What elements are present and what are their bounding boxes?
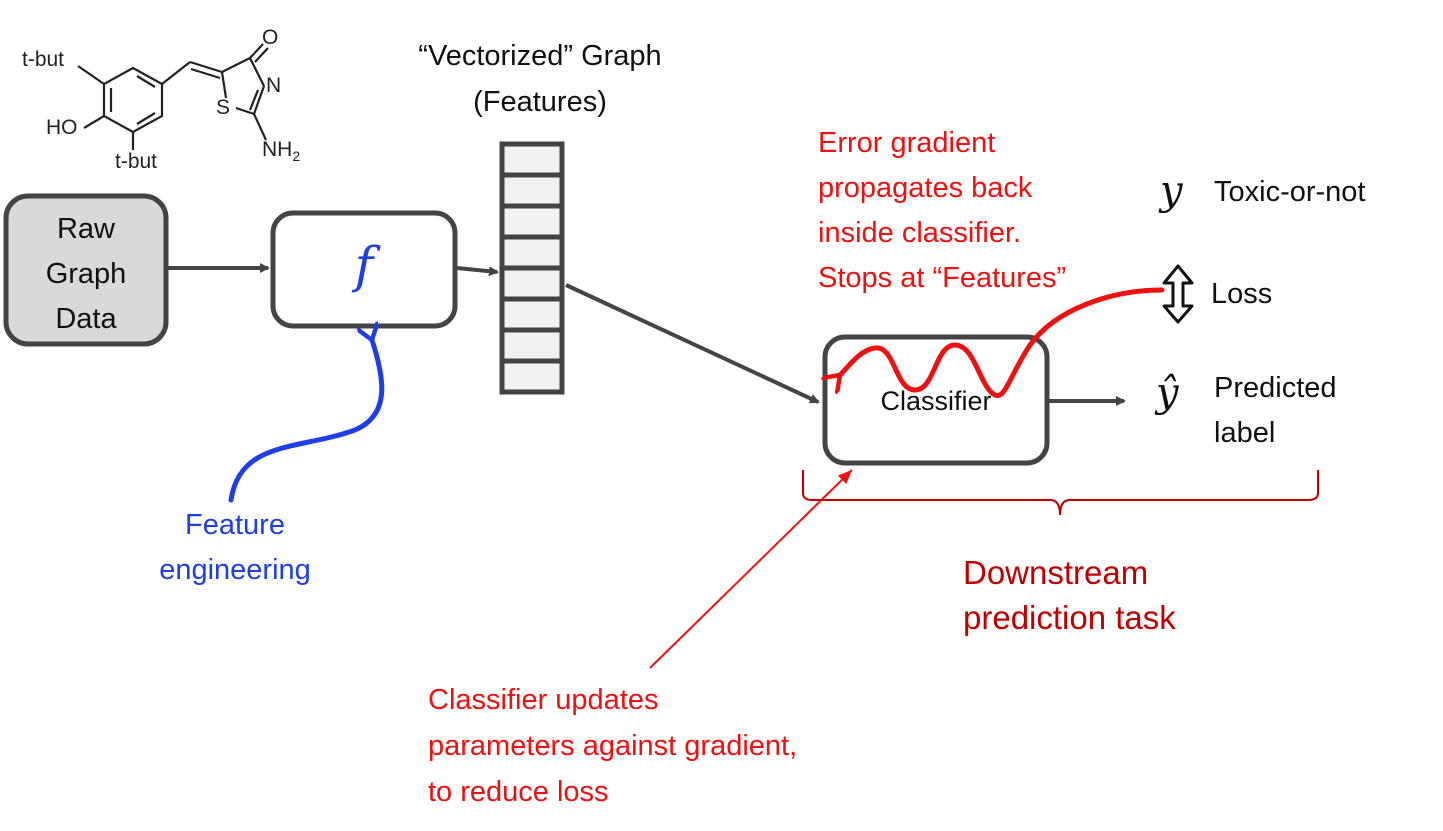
downstream-brace: [802, 470, 1319, 516]
classifier-box: [822, 334, 1050, 466]
molecule-label-s: S: [216, 96, 231, 119]
molecule-label-sub2: 2: [292, 148, 301, 165]
y-label: Toxic-or-not: [1214, 176, 1366, 208]
feature-eng-line1: Feature: [185, 509, 285, 541]
loss-label: Loss: [1211, 278, 1273, 310]
vector-to-classifier-arrow: [565, 283, 820, 404]
molecule-label-n: N: [266, 74, 282, 97]
molecule-label-tbut-top: t-but: [22, 48, 65, 71]
update-line2: parameters against gradient,: [428, 730, 798, 762]
molecule-label-nh: NH: [262, 138, 293, 161]
downstream-line1: Downstream: [963, 554, 1149, 591]
update-pointer-arrow: [649, 469, 853, 669]
molecule-label-tbut-bottom: t-but: [115, 150, 158, 173]
error-line3: inside classifier.: [818, 217, 1022, 249]
feature-vector: [499, 141, 565, 395]
error-line1: Error gradient: [818, 127, 996, 159]
classifier-update-annotation: Classifier updates parameters against gr…: [428, 677, 797, 815]
classifier-label: Classifier: [880, 386, 992, 416]
f-to-vector-arrow: [456, 266, 499, 277]
feature-eng-line2: engineering: [159, 554, 311, 586]
features-title-line1: “Vectorized” Graph: [418, 40, 662, 72]
features-title: “Vectorized” Graph (Features): [380, 33, 700, 125]
update-line3: to reduce loss: [428, 776, 609, 808]
update-line1: Classifier updates: [428, 684, 659, 716]
yhat-symbol: ŷ: [1156, 370, 1179, 416]
yhat-line1: Predicted: [1214, 372, 1337, 404]
molecule-label-o: O: [262, 26, 279, 49]
error-gradient-annotation: Error gradient propagates back inside cl…: [818, 121, 1066, 301]
error-line2: propagates back: [818, 172, 1033, 204]
error-line4: Stops at “Features”: [818, 262, 1067, 294]
feature-engineering-arrow: [228, 340, 385, 503]
feature-function-symbol: f: [354, 236, 374, 294]
error-gradient-arrow: [840, 287, 1165, 399]
molecule-label-nh2: NH2: [262, 138, 300, 164]
downstream-line2: prediction task: [963, 599, 1176, 636]
raw-data-line2: Graph: [45, 258, 127, 290]
raw-graph-data-box: [3, 193, 169, 347]
raw-data-line3: Data: [55, 303, 117, 335]
features-title-line2: (Features): [473, 86, 607, 118]
raw-graph-data-label: Raw Graph Data: [6, 207, 166, 342]
y-symbol: y: [1160, 168, 1183, 214]
feature-engineering-label: Feature engineering: [130, 503, 340, 593]
loss-double-arrow-icon: [1162, 264, 1194, 324]
molecule-structure: [77, 43, 269, 150]
raw-data-line1: Raw: [56, 213, 115, 245]
molecule-label-ho: HO: [46, 116, 78, 139]
yhat-line2: label: [1214, 417, 1276, 449]
predicted-label: Predicted label: [1214, 366, 1337, 456]
downstream-task-label: Downstream prediction task: [963, 550, 1176, 640]
